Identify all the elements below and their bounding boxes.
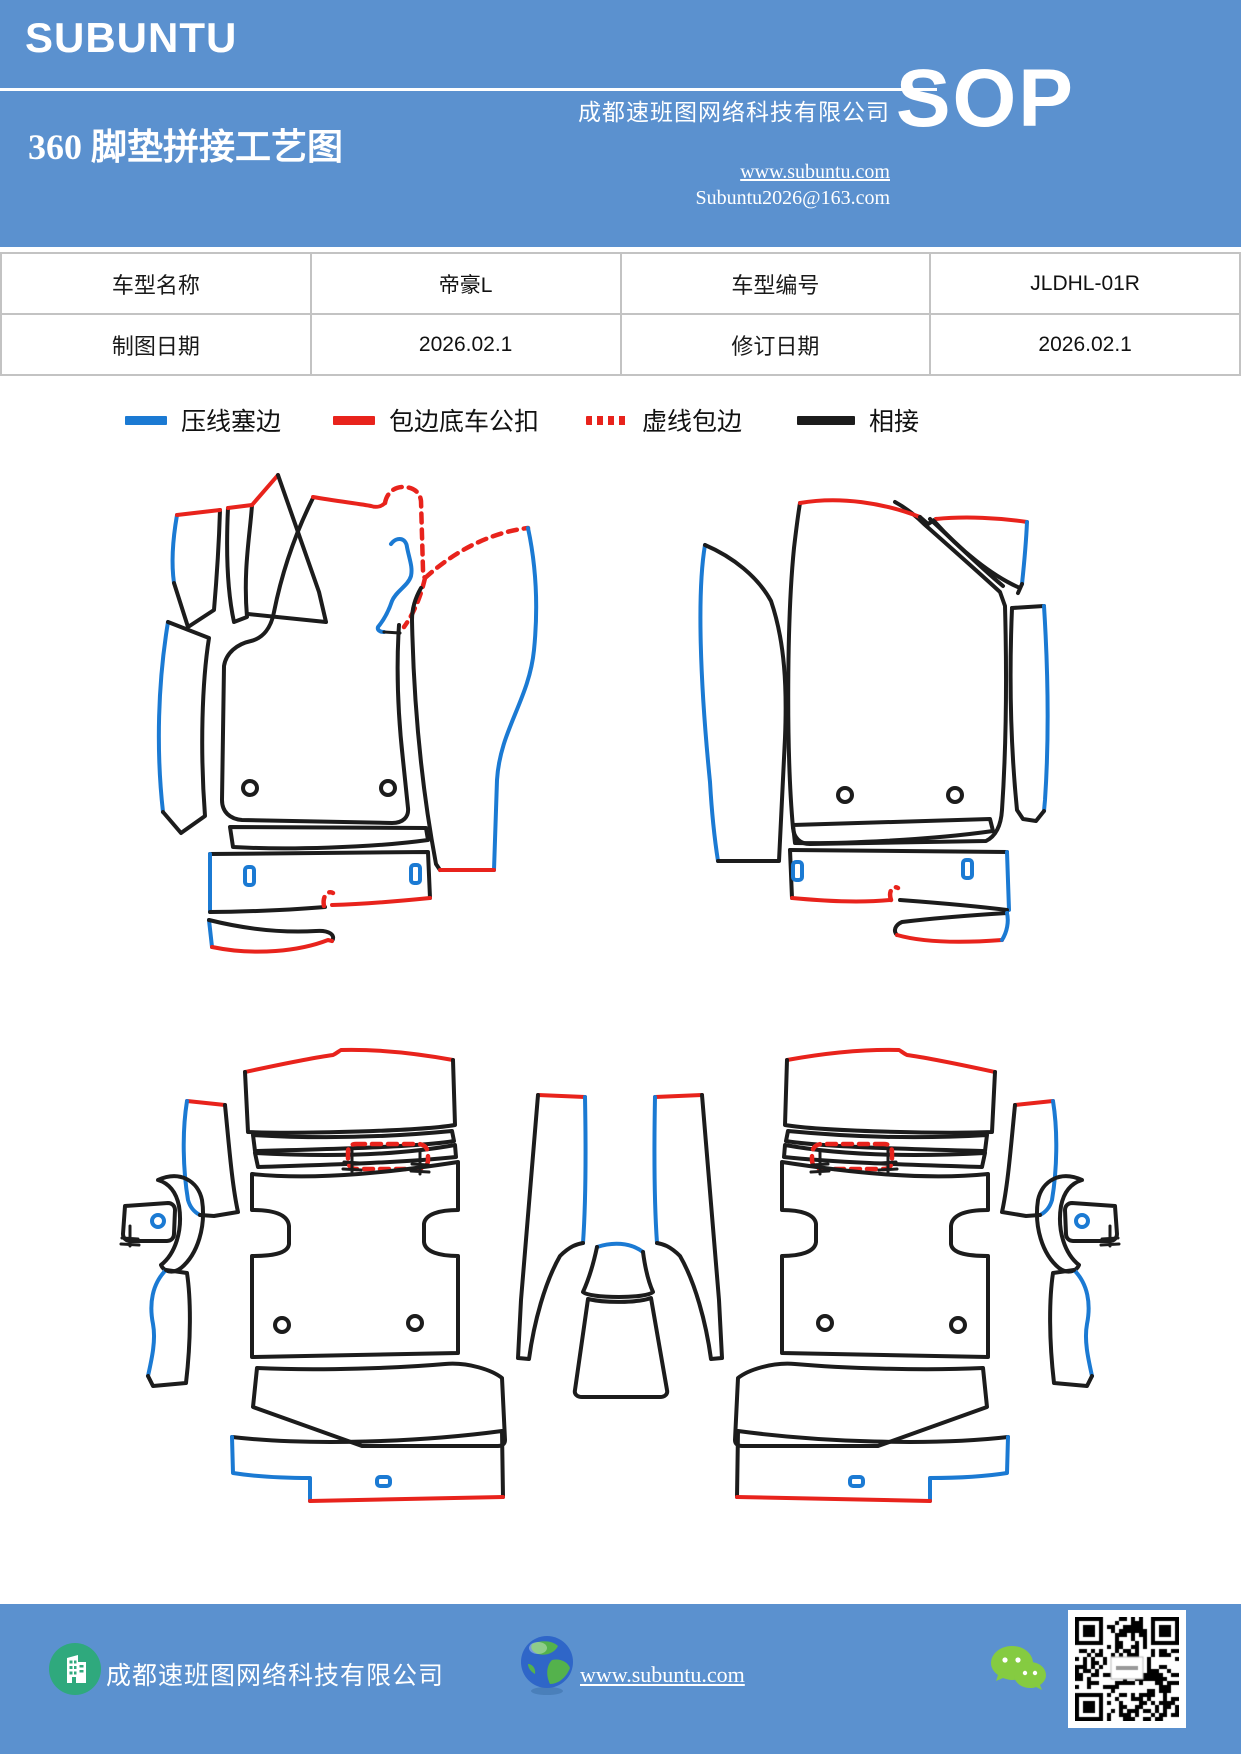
model-code-label: 车型编号	[619, 252, 932, 315]
legend-item-press-edge: 压线塞边	[125, 402, 281, 438]
legend-label: 包边底车公扣	[389, 409, 540, 436]
brand-logo: SUBUNTU	[25, 14, 238, 61]
blue-line-swatch	[125, 415, 167, 425]
vehicle-info-table: 车型名称 帝豪L 车型编号 JLDHL-01R 制图日期 2026.02.1 修…	[0, 252, 1241, 376]
draw-date-value: 2026.02.1	[309, 313, 622, 376]
legend: 压线塞边 包边底车公扣 虚线包边 相接	[0, 402, 1241, 438]
wechat-icon	[991, 1646, 1046, 1690]
globe-icon	[521, 1636, 573, 1695]
legend-label: 虚线包边	[642, 409, 743, 436]
legend-item-bind-edge: 包边底车公扣	[333, 402, 539, 438]
rear-center-pieces	[572, 1241, 670, 1399]
front-mats-diagram	[156, 473, 1050, 954]
header-company-name: 成都速班图网络科技有限公司	[578, 100, 890, 125]
model-name-label: 车型名称	[0, 252, 312, 315]
footer-company-name: 成都速班图网络科技有限公司	[106, 1663, 445, 1690]
footer-band: 成都速班图网络科技有限公司 www.subuntu.com	[0, 1604, 1241, 1754]
table-row: 制图日期 2026.02.1 修订日期 2026.02.1	[0, 313, 1241, 376]
page-title: 360 脚垫拼接工艺图	[28, 127, 344, 167]
qr-code	[1068, 1610, 1186, 1728]
footer-website-link[interactable]: www.subuntu.com	[580, 1662, 745, 1687]
revise-date-value: 2026.02.1	[929, 313, 1241, 376]
front-right-mat-pieces	[698, 498, 1050, 944]
rear-left-mat-pieces	[121, 1050, 586, 1501]
legend-item-dashed-bind: 虚线包边	[586, 402, 742, 438]
legend-label: 压线塞边	[181, 409, 282, 436]
model-code-value: JLDHL-01R	[929, 252, 1241, 315]
header-divider	[0, 88, 937, 91]
revise-date-label: 修订日期	[619, 313, 932, 376]
red-dashed-swatch	[586, 415, 628, 425]
header-website-link[interactable]: www.subuntu.com	[740, 161, 890, 183]
header-email[interactable]: Subuntu2026@163.com	[695, 187, 890, 209]
header-band: SUBUNTU 360 脚垫拼接工艺图 成都速班图网络科技有限公司 www.su…	[0, 0, 1241, 247]
front-left-mat-pieces	[156, 473, 539, 954]
legend-label: 相接	[869, 409, 920, 436]
rear-mats-diagram	[0, 1040, 1241, 1510]
draw-date-label: 制图日期	[0, 313, 312, 376]
model-name-value: 帝豪L	[309, 252, 622, 315]
legend-item-join: 相接	[797, 402, 919, 438]
building-icon	[49, 1643, 101, 1695]
black-line-swatch	[797, 415, 855, 425]
sop-badge: SOP	[895, 53, 1075, 144]
table-row: 车型名称 帝豪L 车型编号 JLDHL-01R	[0, 252, 1241, 315]
red-line-swatch	[333, 415, 375, 425]
header-contact-block: 成都速班图网络科技有限公司 www.subuntu.com Subuntu202…	[460, 93, 890, 211]
rear-right-mat-pieces	[654, 1050, 1119, 1501]
